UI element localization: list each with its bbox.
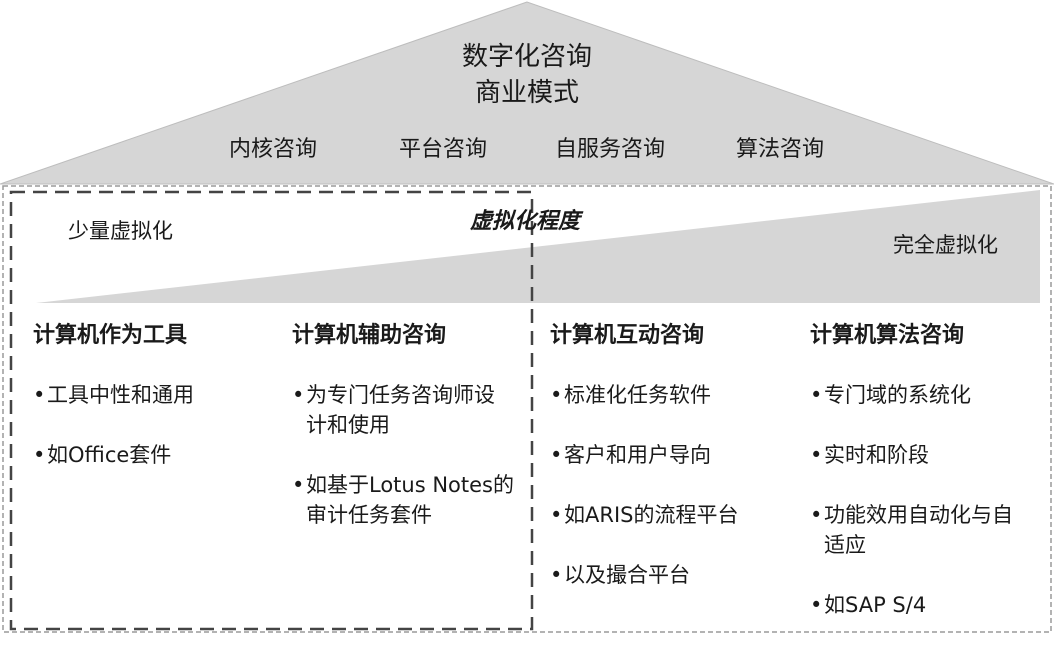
list-item: 客户和用户导向 bbox=[550, 440, 790, 470]
roof-title-line2: 商业模式 bbox=[474, 78, 579, 108]
virtualization-wedge bbox=[36, 190, 1040, 303]
roof-title-line1: 数字化咨询 bbox=[461, 42, 592, 72]
list-item: 如Office套件 bbox=[33, 440, 273, 470]
low-virtualization-label: 少量虚拟化 bbox=[68, 219, 173, 243]
list-item: 如ARIS的流程平台 bbox=[550, 500, 790, 530]
column-heading: 计算机算法咨询 bbox=[810, 323, 965, 348]
list-item: 工具中性和通用 bbox=[33, 380, 273, 410]
column-tool: 计算机作为工具 工具中性和通用 如Office套件 bbox=[33, 322, 273, 500]
virtualization-degree-label: 虚拟化程度 bbox=[470, 209, 581, 234]
level-platform: 平台咨询 bbox=[399, 137, 488, 162]
list-item: 如SAP S/4 bbox=[810, 590, 1032, 620]
current-scope-box bbox=[9, 190, 534, 631]
roof-triangle bbox=[0, 1, 1054, 185]
column-heading: 计算机互动咨询 bbox=[550, 323, 705, 348]
list-item: 如基于Lotus Notes的审计任务套件 bbox=[292, 470, 514, 530]
column-interactive: 计算机互动咨询 标准化任务软件 客户和用户导向 如ARIS的流程平台 以及撮合平… bbox=[550, 322, 790, 620]
list-item: 标准化任务软件 bbox=[550, 380, 790, 410]
list-item: 实时和阶段 bbox=[810, 440, 1032, 470]
list-item: 为专门任务咨询师设计和使用 bbox=[292, 380, 514, 440]
level-core: 内核咨询 bbox=[229, 137, 318, 162]
full-virtualization-label: 完全虚拟化 bbox=[893, 233, 998, 257]
list-item: 以及撮合平台 bbox=[550, 560, 790, 590]
column-assisted: 计算机辅助咨询 为专门任务咨询师设计和使用 如基于Lotus Notes的审计任… bbox=[292, 322, 514, 560]
column-heading: 计算机辅助咨询 bbox=[292, 323, 447, 348]
list-item: 专门域的系统化 bbox=[810, 380, 1032, 410]
level-algorithm: 算法咨询 bbox=[736, 137, 825, 162]
column-heading: 计算机作为工具 bbox=[33, 323, 188, 348]
level-self-service: 自服务咨询 bbox=[555, 137, 666, 162]
column-algorithmic: 计算机算法咨询 专门域的系统化 实时和阶段 功能效用自动化与自适应 如SAP S… bbox=[810, 322, 1032, 650]
list-item: 功能效用自动化与自适应 bbox=[810, 500, 1032, 560]
